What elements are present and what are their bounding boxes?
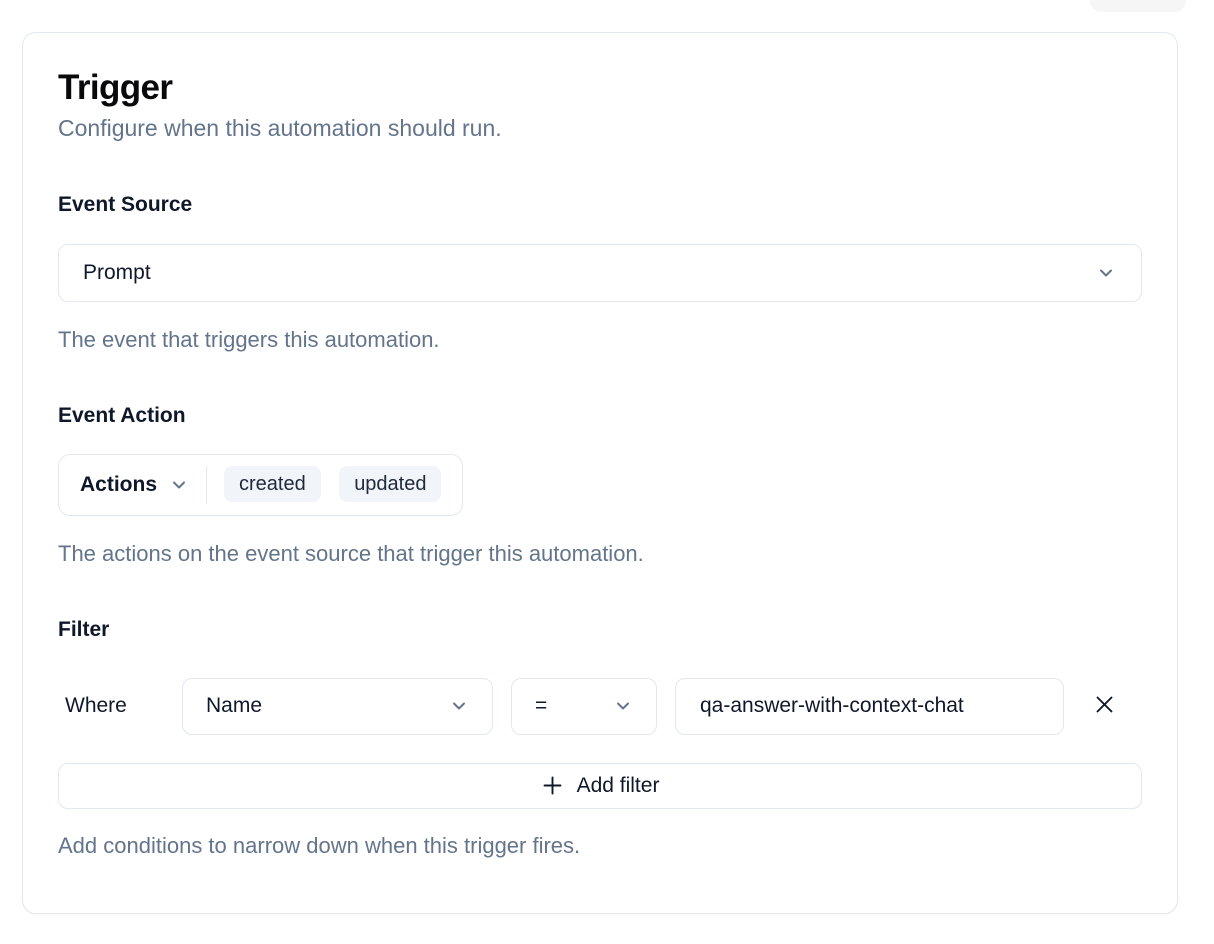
action-chips: created updated [224, 466, 442, 503]
filter-operator-value: = [535, 694, 548, 718]
event-source-helper: The event that triggers this automation. [58, 326, 440, 352]
remove-filter-button[interactable] [1087, 689, 1121, 723]
chevron-down-icon [1095, 262, 1117, 284]
plus-icon [541, 774, 564, 797]
filter-helper: Add conditions to narrow down when this … [58, 832, 581, 858]
chevron-down-icon [613, 696, 633, 716]
trigger-card: Trigger Configure when this automation s… [22, 32, 1178, 914]
filter-field-select[interactable]: Name [182, 677, 493, 735]
event-action-group: Actions created updated [58, 453, 464, 516]
chevron-down-icon [449, 696, 469, 716]
actions-dropdown[interactable]: Actions [80, 473, 189, 497]
page-title: Trigger [58, 68, 173, 107]
event-source-selected-value: Prompt [83, 260, 151, 284]
page-subtitle: Configure when this automation should ru… [58, 114, 502, 141]
action-chip-updated[interactable]: updated [339, 466, 442, 503]
chevron-down-icon [169, 475, 189, 495]
action-chip-created[interactable]: created [224, 466, 321, 503]
filter-row: Where Name = qa-answer-with-context-chat [58, 677, 1142, 735]
filter-label: Filter [58, 617, 110, 641]
add-filter-label: Add filter [576, 773, 660, 797]
close-icon [1091, 691, 1118, 721]
add-filter-button[interactable]: Add filter [58, 762, 1142, 809]
filter-value-text: qa-answer-with-context-chat [700, 694, 964, 718]
actions-dropdown-label: Actions [80, 472, 158, 496]
event-source-label: Event Source [58, 192, 193, 216]
filter-field-value: Name [206, 694, 263, 718]
divider [206, 465, 208, 504]
event-action-helper: The actions on the event source that tri… [58, 540, 644, 566]
event-action-label: Event Action [58, 403, 186, 427]
filter-operator-select[interactable]: = [511, 677, 657, 735]
partial-element-top-right [1090, 0, 1186, 12]
filter-where-label: Where [65, 694, 127, 718]
filter-value-input[interactable]: qa-answer-with-context-chat [675, 677, 1064, 735]
event-source-select[interactable]: Prompt [58, 243, 1142, 302]
